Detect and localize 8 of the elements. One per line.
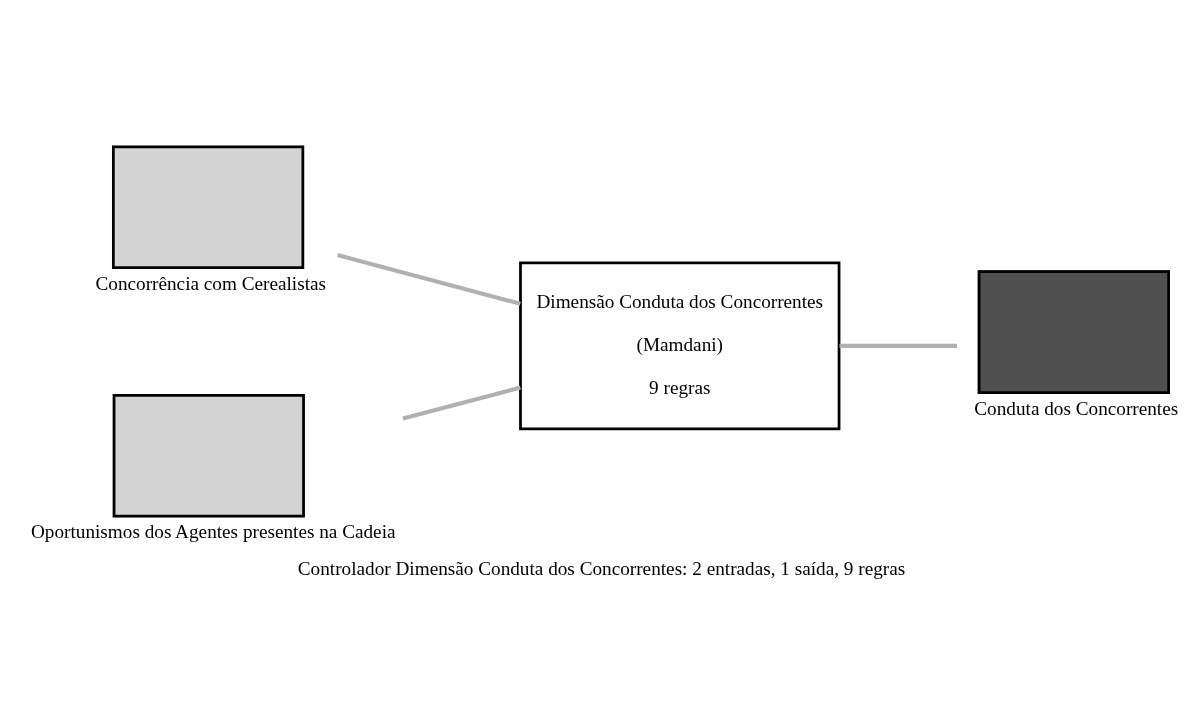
node-label: Conduta dos Concorrentes	[974, 397, 1179, 419]
connector	[839, 343, 957, 348]
connector	[337, 253, 521, 306]
node-label: Concorrência com Cerealistas	[95, 272, 327, 294]
connector	[402, 385, 521, 421]
node-box: Dimensão Conduta dos Concorrentes (Mamdani) 9 regras	[519, 261, 841, 431]
node-label: Oportunismos dos Agentes presentes na Cadeia	[30, 521, 396, 543]
caption: Controlador Dimensão Conduta dos Concorrentes: 2 entradas, 1 saída, 9 regras	[297, 557, 906, 579]
